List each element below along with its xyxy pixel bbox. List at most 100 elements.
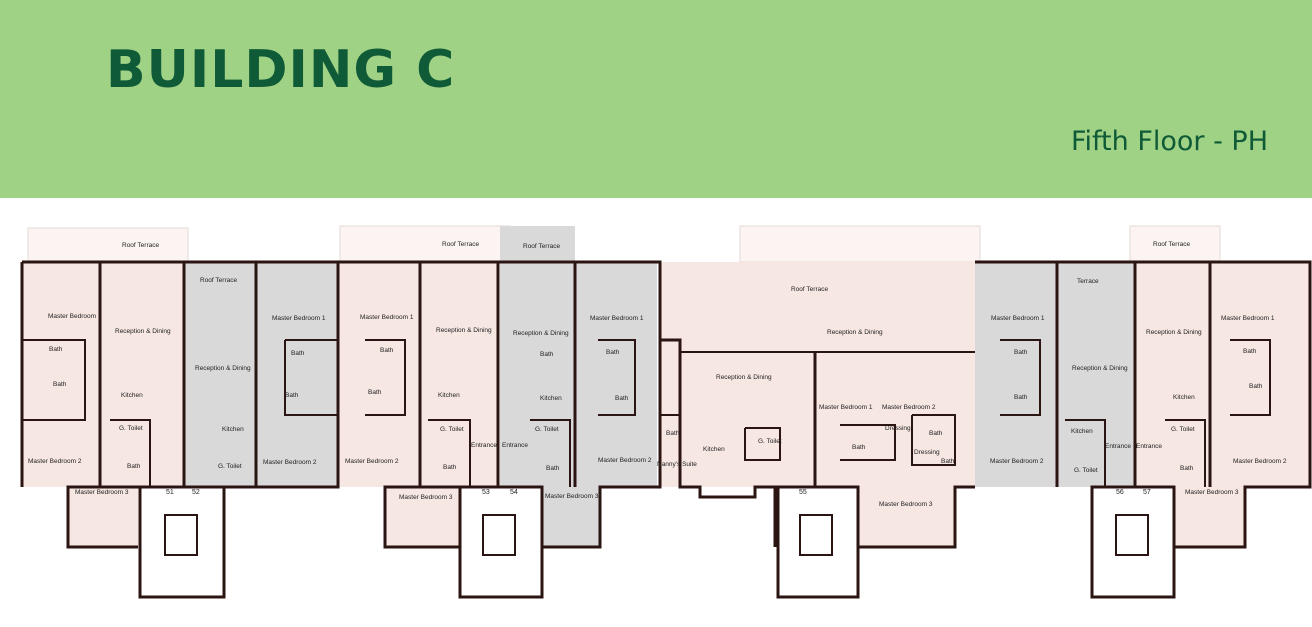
room-label: Roof Terrace xyxy=(200,277,237,284)
roof-terrace-area xyxy=(739,225,981,263)
unit-number-label: 57 xyxy=(1143,489,1151,496)
room-label: Reception & Dining xyxy=(1072,365,1128,372)
room-label: Bath xyxy=(1180,465,1194,472)
room-label: Kitchen xyxy=(1173,394,1195,401)
room-label: Master Bedroom 1 xyxy=(48,313,102,320)
unit-area xyxy=(385,485,460,547)
room-label: Bath xyxy=(1014,394,1028,401)
unit-area xyxy=(256,262,338,487)
partition xyxy=(598,339,636,416)
partition xyxy=(110,419,151,487)
room-label: Bath xyxy=(368,389,382,396)
unit-area xyxy=(540,485,600,547)
room-label: Bath xyxy=(380,347,394,354)
room-label: Bath xyxy=(615,395,629,402)
room-label: Bath xyxy=(127,463,141,470)
room-label: Reception & Dining xyxy=(513,330,569,337)
roof-terrace-area xyxy=(27,227,189,263)
room-label: Bath xyxy=(1249,383,1263,390)
room-label: Bath xyxy=(49,346,63,353)
room-label: G. Toilet xyxy=(119,425,143,432)
stair-core xyxy=(1090,485,1176,599)
room-label: Master Bedroom 2 xyxy=(882,404,936,411)
room-label: Master Bedroom 3 xyxy=(879,501,933,508)
room-label: Kitchen xyxy=(703,446,725,453)
unit-number-label: 56 xyxy=(1116,489,1124,496)
partition xyxy=(22,339,86,421)
unit-number-label: 54 xyxy=(510,489,518,496)
stair-flight xyxy=(482,514,516,556)
floor-subtitle: Fifth Floor - PH xyxy=(1070,126,1268,157)
room-label: G. Toilet xyxy=(1171,426,1195,433)
room-label: Bath xyxy=(929,430,943,437)
room-label: Reception & Dining xyxy=(115,328,171,335)
room-label: G. Toilet xyxy=(535,426,559,433)
stair-flight xyxy=(1115,514,1149,556)
unit-area xyxy=(338,262,498,487)
roof-terrace-area xyxy=(1129,225,1221,263)
unit-area xyxy=(22,262,184,487)
room-label: Roof Terrace xyxy=(523,243,560,250)
room-label: Reception & Dining xyxy=(1146,329,1202,336)
unit-number-label: 53 xyxy=(482,489,490,496)
room-label: Master Bedroom 2 xyxy=(28,458,82,465)
room-label: Bath xyxy=(285,392,299,399)
partition xyxy=(530,419,571,487)
stair-core xyxy=(776,485,860,599)
room-label: Entrance xyxy=(1136,443,1162,450)
room-label: Entrance xyxy=(1105,443,1131,450)
room-label: Dressing xyxy=(914,449,940,456)
room-label: Bath xyxy=(53,381,67,388)
room-label: Reception & Dining xyxy=(716,374,772,381)
room-label: Terrace xyxy=(1077,278,1099,285)
room-label: Entrance xyxy=(471,442,497,449)
room-label: G. Toilet xyxy=(218,463,242,470)
room-label: Bath xyxy=(540,351,554,358)
room-label: Master Bedroom 1 xyxy=(991,315,1045,322)
room-label: Master Bedroom 3 xyxy=(545,493,599,500)
room-label: Master Bedroom 1 xyxy=(1221,315,1275,322)
room-label: Reception & Dining xyxy=(436,327,492,334)
room-label: Kitchen xyxy=(438,392,460,399)
room-label: Roof Terrace xyxy=(122,242,159,249)
unit-area xyxy=(184,262,256,487)
room-label: Entrance xyxy=(502,442,528,449)
partition xyxy=(365,339,406,416)
room-label: Bath xyxy=(852,444,866,451)
room-label: Bath xyxy=(291,350,305,357)
stair-flight xyxy=(799,514,833,556)
unit-area xyxy=(1135,262,1310,487)
room-label: Master Bedroom 1 xyxy=(590,315,644,322)
room-label: G. Toilet xyxy=(440,426,464,433)
wall xyxy=(498,260,662,549)
room-label: Dressing xyxy=(885,425,911,432)
room-label: Bath xyxy=(546,465,560,472)
wall xyxy=(22,260,186,549)
room-label: Bath xyxy=(1014,349,1028,356)
unit-number-label: 55 xyxy=(799,489,807,496)
unit-area xyxy=(975,262,1057,487)
unit-area xyxy=(660,262,975,487)
partition xyxy=(840,424,896,461)
room-label: G. Toilet xyxy=(1074,467,1098,474)
room-label: G. Toilet xyxy=(758,438,782,445)
partition xyxy=(284,339,339,416)
partition xyxy=(1230,339,1271,416)
room-label: Master Bedroom 1 xyxy=(272,315,326,322)
room-label: Master Bedroom 2 xyxy=(345,458,399,465)
floor-plan-drawing: 51 52 53 54 55 56 57 Roof Terrace Roof T… xyxy=(20,225,1312,599)
room-label: Master Bedroom 2 xyxy=(1233,458,1287,465)
room-label: Roof Terrace xyxy=(442,241,479,248)
room-label: Reception & Dining xyxy=(195,365,251,372)
partition xyxy=(1000,339,1041,416)
stair-core xyxy=(138,485,226,599)
partition xyxy=(1165,419,1206,487)
room-label: Master Bedroom 1 xyxy=(360,314,414,321)
room-label: Roof Terrace xyxy=(1153,241,1190,248)
partition xyxy=(911,414,956,466)
room-label: Roof Terrace xyxy=(791,286,828,293)
room-label: Kitchen xyxy=(1071,428,1093,435)
unit-area xyxy=(1175,485,1245,547)
stair-core xyxy=(458,485,544,599)
room-label: Bath xyxy=(606,349,620,356)
